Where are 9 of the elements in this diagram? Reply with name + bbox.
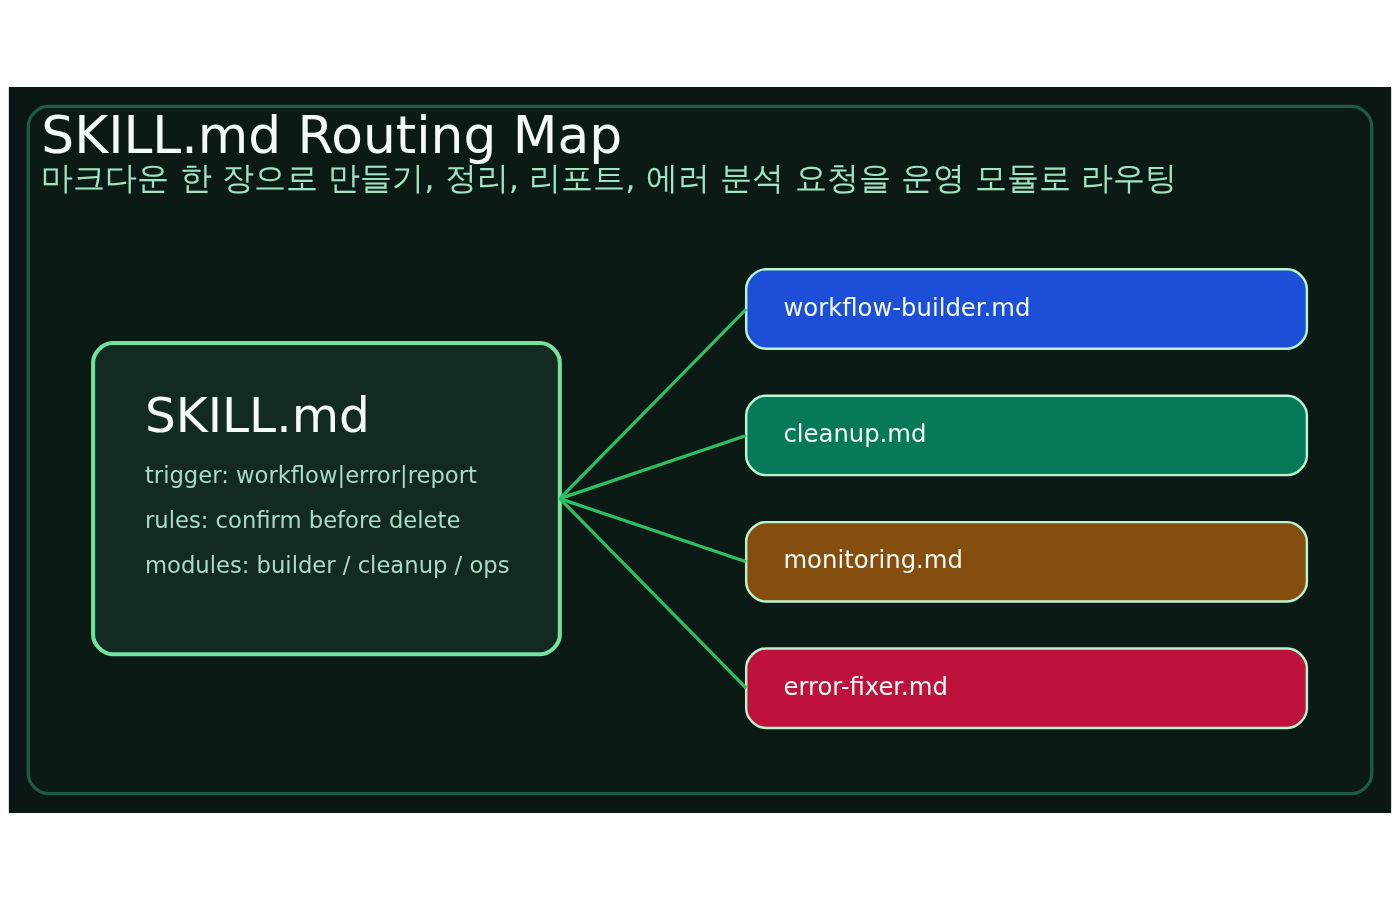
connector	[558, 497, 748, 690]
connector	[559, 497, 747, 564]
node-box: workflow-builder.md	[744, 268, 1309, 350]
connector	[558, 307, 748, 500]
node-box: error-fixer.md	[744, 647, 1309, 730]
node-box: SKILL.md trigger: workflow|error|report rules: confirm before delete modules: builder / cleanup / ops	[91, 341, 562, 657]
node-box: monitoring.md	[744, 520, 1309, 603]
node-box: cleanup.md	[744, 394, 1309, 477]
connector	[559, 433, 747, 501]
